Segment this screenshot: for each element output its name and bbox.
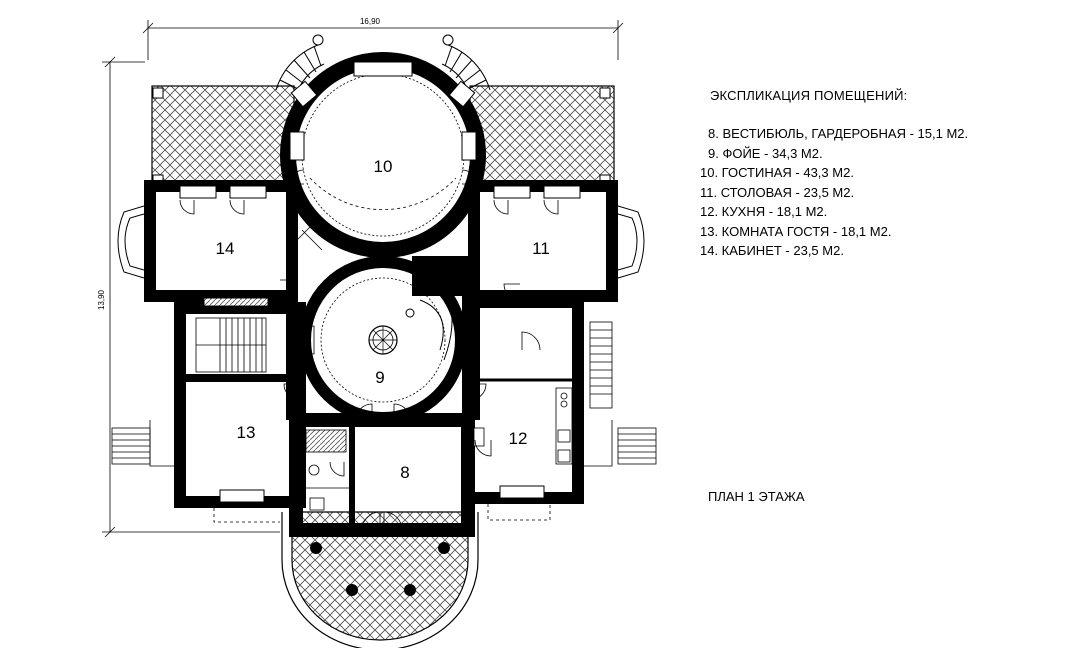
legend-item: 11. СТОЛОВАЯ - 23,5 М2. [700,184,855,200]
dimension-height: 13,90 [97,289,106,310]
straight-stairs [195,317,267,373]
room-label-11: 11 [532,239,550,258]
walls [144,180,618,537]
legend-item: 13. КОМНАТА ГОСТЯ - 18,1 М2. [700,223,892,239]
room-label-9: 9 [375,368,384,387]
bathroom-fittings [300,429,352,511]
living-room-rotunda [280,52,486,258]
room-label-12: 12 [509,429,528,448]
legend-item: 14. КАБИНЕТ - 23,5 М2. [700,243,844,258]
foyer-rotunda [299,256,468,424]
room-label-13: 13 [237,423,256,442]
room-label-10: 10 [374,157,393,176]
legend-list: 8. ВЕСТИБЮЛЬ, ГАРДЕРОБНАЯ - 15,1 М2. 9. … [700,126,968,263]
legend-title: ЭКСПЛИКАЦИЯ ПОМЕЩЕНИЙ: [710,88,908,103]
terrace-columns [310,542,450,596]
side-stairs [111,321,657,467]
doors [179,169,559,531]
dimension-width: 16,90 [360,17,381,26]
legend-item: 12. КУХНЯ - 18,1 М2. [700,204,828,219]
room-label-14: 14 [216,239,235,258]
room-label-8: 8 [400,463,409,482]
terraces [151,85,615,648]
bay-windows [117,185,645,503]
legend-item: 8. ВЕСТИБЮЛЬ, ГАРДЕРОБНАЯ - 15,1 М2. [708,126,969,141]
floor-plan-title: ПЛАН 1 ЭТАЖА [708,489,805,504]
porch-outlines [213,177,551,523]
legend-item: 9. ФОЙЕ - 34,3 М2. [708,145,823,161]
dimension-lines [102,20,624,538]
kitchen-fittings [473,387,573,465]
legend-item: 10. ГОСТИНАЯ - 43,3 М2. [700,165,854,180]
